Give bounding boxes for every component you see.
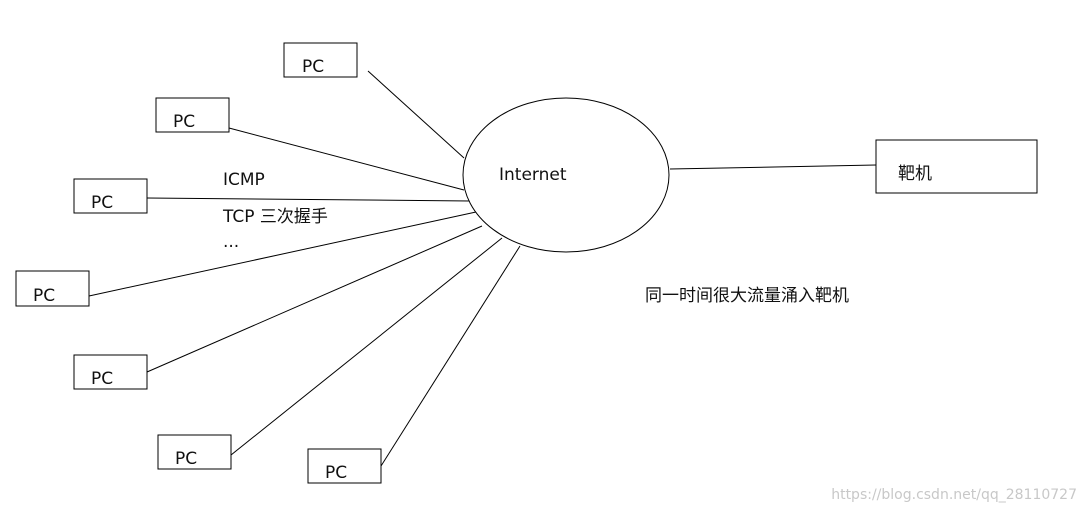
pc-label: PC	[175, 449, 197, 469]
pc-box	[307, 448, 382, 484]
link-pc-4	[88, 211, 477, 297]
pc-node-5: PC	[73, 354, 148, 390]
pc-box	[73, 178, 148, 214]
pc-node-6: PC	[157, 434, 232, 470]
pc-label: PC	[173, 112, 195, 132]
pc-box	[157, 434, 232, 470]
link-pc-5	[146, 225, 483, 373]
watermark-text: https://blog.csdn.net/qq_28110727	[831, 487, 1077, 503]
link-pc-3	[146, 197, 471, 202]
protocol-tcp-label: TCP 三次握手	[223, 207, 328, 227]
pc-node-7: PC	[307, 448, 382, 484]
pc-label: PC	[91, 369, 113, 389]
pc-node-4: PC	[15, 270, 90, 307]
pc-node-2: PC	[155, 97, 230, 133]
pc-node-3: PC	[73, 178, 148, 214]
pc-label: PC	[33, 286, 55, 306]
pc-label: PC	[91, 193, 113, 213]
pc-box	[73, 354, 148, 390]
protocol-ellipsis-label: ...	[223, 232, 240, 252]
pc-label: PC	[325, 463, 347, 483]
pc-box	[155, 97, 230, 133]
internet-label: Internet	[499, 165, 567, 185]
caption-text: 同一时间很大流量涌入靶机	[645, 286, 849, 306]
pc-node-1: PC	[283, 42, 358, 78]
link-pc-2	[228, 127, 465, 191]
internet-cloud	[462, 97, 670, 253]
link-internet-target	[669, 164, 877, 170]
link-pc-1	[367, 70, 465, 159]
pc-box	[15, 270, 90, 307]
pc-label: PC	[302, 57, 324, 77]
target-label: 靶机	[898, 164, 932, 184]
protocol-icmp-label: ICMP	[223, 170, 265, 190]
target-box	[875, 139, 1038, 194]
pc-box	[283, 42, 358, 78]
link-pc-7	[380, 245, 521, 467]
link-pc-6	[230, 237, 503, 456]
